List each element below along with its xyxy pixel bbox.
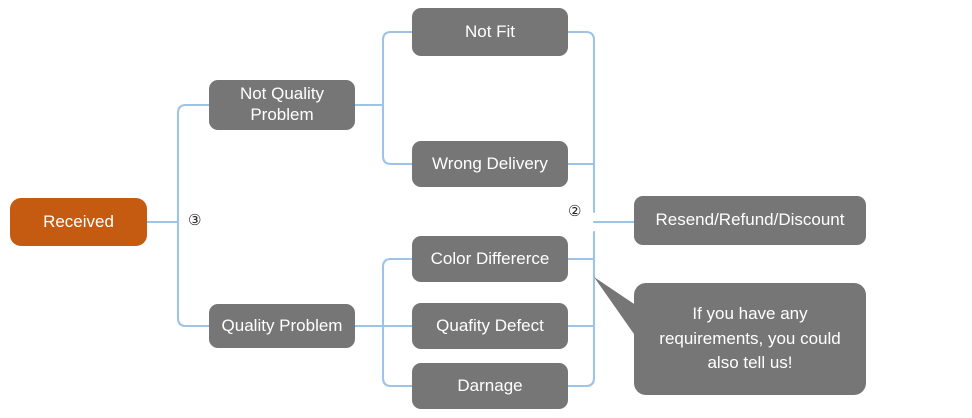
node-received[interactable]: Received bbox=[10, 198, 147, 246]
node-color-difference-label: Color Differerce bbox=[430, 248, 550, 268]
node-color-difference[interactable]: Color Differerce bbox=[412, 236, 568, 282]
edge-split-to-quality bbox=[176, 220, 211, 328]
node-resend-refund-discount-label: Resend/Refund/Discount bbox=[655, 210, 845, 230]
node-quality-defect[interactable]: Quafity Defect bbox=[412, 303, 568, 349]
marker-three: ③ bbox=[188, 211, 202, 229]
node-not-fit[interactable]: Not Fit bbox=[412, 8, 568, 56]
node-received-label: Received bbox=[43, 211, 114, 231]
node-quality-defect-label: Quafity Defect bbox=[436, 315, 544, 335]
edge-nqp-to-wrong-delivery bbox=[381, 103, 414, 166]
edge-qp-to-color bbox=[381, 257, 414, 328]
node-damage-label: Darnage bbox=[457, 375, 523, 395]
node-wrong-delivery[interactable]: Wrong Delivery bbox=[412, 141, 568, 187]
node-not-quality-problem[interactable]: Not Quality Problem bbox=[209, 80, 355, 130]
edge-not-fit-to-bus bbox=[566, 30, 596, 214]
node-quality-problem-label: Quality Problem bbox=[221, 315, 343, 335]
node-not-quality-problem-label-line2: Problem bbox=[250, 105, 314, 124]
node-resend-refund-discount[interactable]: Resend/Refund/Discount bbox=[634, 196, 866, 245]
callout-line-1: If you have any bbox=[692, 304, 808, 324]
node-quality-problem[interactable]: Quality Problem bbox=[209, 304, 355, 348]
edge-qp-to-damage bbox=[381, 324, 414, 388]
callout-line-2: requirements, you could bbox=[659, 328, 841, 348]
node-damage[interactable]: Darnage bbox=[412, 363, 568, 409]
edge-split-to-not-quality bbox=[176, 103, 211, 224]
node-not-quality-problem-label-line1: Not Quality bbox=[239, 84, 325, 104]
callout-bubble[interactable]: If you have any requirements, you could … bbox=[634, 283, 866, 395]
callout-line-3: also tell us! bbox=[707, 353, 793, 373]
node-not-fit-label: Not Fit bbox=[464, 21, 516, 41]
edge-nqp-to-not-fit bbox=[381, 30, 414, 107]
node-wrong-delivery-label: Wrong Delivery bbox=[432, 153, 548, 173]
marker-two: ② bbox=[568, 202, 582, 220]
